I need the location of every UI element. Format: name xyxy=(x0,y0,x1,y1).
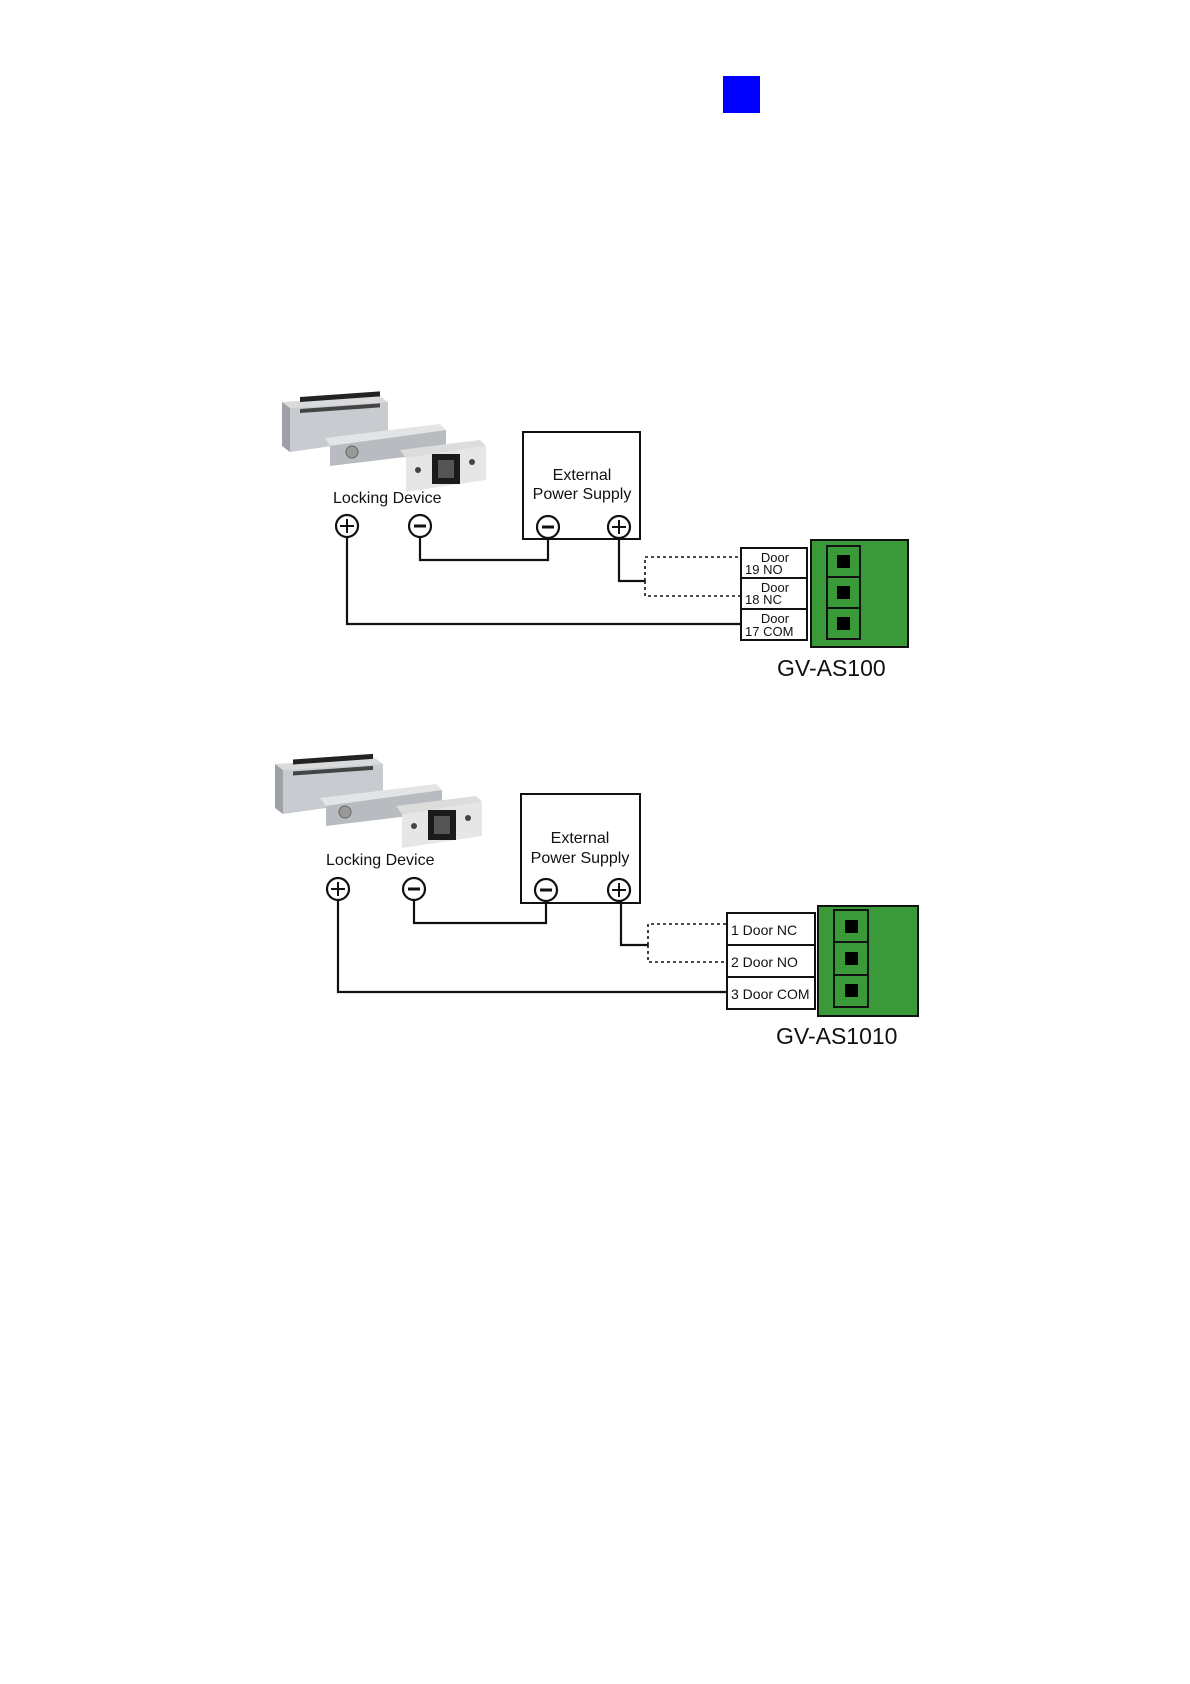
wire-dashed-no-option xyxy=(645,557,741,581)
chapter-tab xyxy=(723,76,760,113)
terminal-18-line2: 18 NC xyxy=(745,592,782,607)
model-label-gv-as100: GV-AS100 xyxy=(777,655,886,681)
model-label-gv-as1010: GV-AS1010 xyxy=(776,1023,897,1049)
power-supply-label-line2: Power Supply xyxy=(531,850,630,867)
power-supply-minus-terminal xyxy=(537,516,559,538)
power-supply-label-line1: External xyxy=(553,467,612,484)
locking-device-image xyxy=(282,391,486,492)
wire-device-minus-to-psu-minus xyxy=(420,537,548,560)
locking-device-minus-terminal xyxy=(403,878,425,900)
wiring-diagram-gv-as1010: Locking Device External Power Supply 1 D… xyxy=(0,745,1190,1055)
locking-device-label: Locking Device xyxy=(326,852,435,869)
wire-device-plus-to-com xyxy=(338,900,727,992)
terminal-labels: 1 Door NC 2 Door NO 3 Door COM xyxy=(727,913,815,1009)
locking-device-label: Locking Device xyxy=(333,490,442,507)
wire-psu-plus-to-door xyxy=(619,538,645,581)
locking-device-plus-terminal xyxy=(336,515,358,537)
terminal-1-label: 1 Door NC xyxy=(731,922,797,938)
power-supply-label-line2: Power Supply xyxy=(533,486,632,503)
wire-dashed-no-option xyxy=(648,945,727,962)
power-supply-plus-terminal xyxy=(608,516,630,538)
wiring-diagram-gv-as100: Locking Device External Power Supply Doo… xyxy=(0,380,1190,690)
terminal-block-gv-as100 xyxy=(811,540,908,647)
wire-dashed-nc-option xyxy=(645,581,741,596)
terminal-17-line2: 17 COM xyxy=(745,624,793,639)
locking-device-minus-terminal xyxy=(409,515,431,537)
power-supply-label-line1: External xyxy=(551,830,610,847)
terminal-19-line2: 19 NO xyxy=(745,562,783,577)
power-supply-minus-terminal xyxy=(535,879,557,901)
wire-dashed-nc-option xyxy=(648,924,727,945)
locking-device-image xyxy=(275,754,482,848)
terminal-3-label: 3 Door COM xyxy=(731,986,810,1002)
wire-psu-plus-to-door xyxy=(621,901,648,945)
terminal-labels: Door 19 NO Door 18 NC Door 17 COM xyxy=(741,548,807,640)
locking-device-plus-terminal xyxy=(327,878,349,900)
terminal-2-label: 2 Door NO xyxy=(731,954,798,970)
wire-device-plus-to-com xyxy=(347,537,741,624)
terminal-block-gv-as1010 xyxy=(818,906,918,1016)
power-supply-plus-terminal xyxy=(608,879,630,901)
